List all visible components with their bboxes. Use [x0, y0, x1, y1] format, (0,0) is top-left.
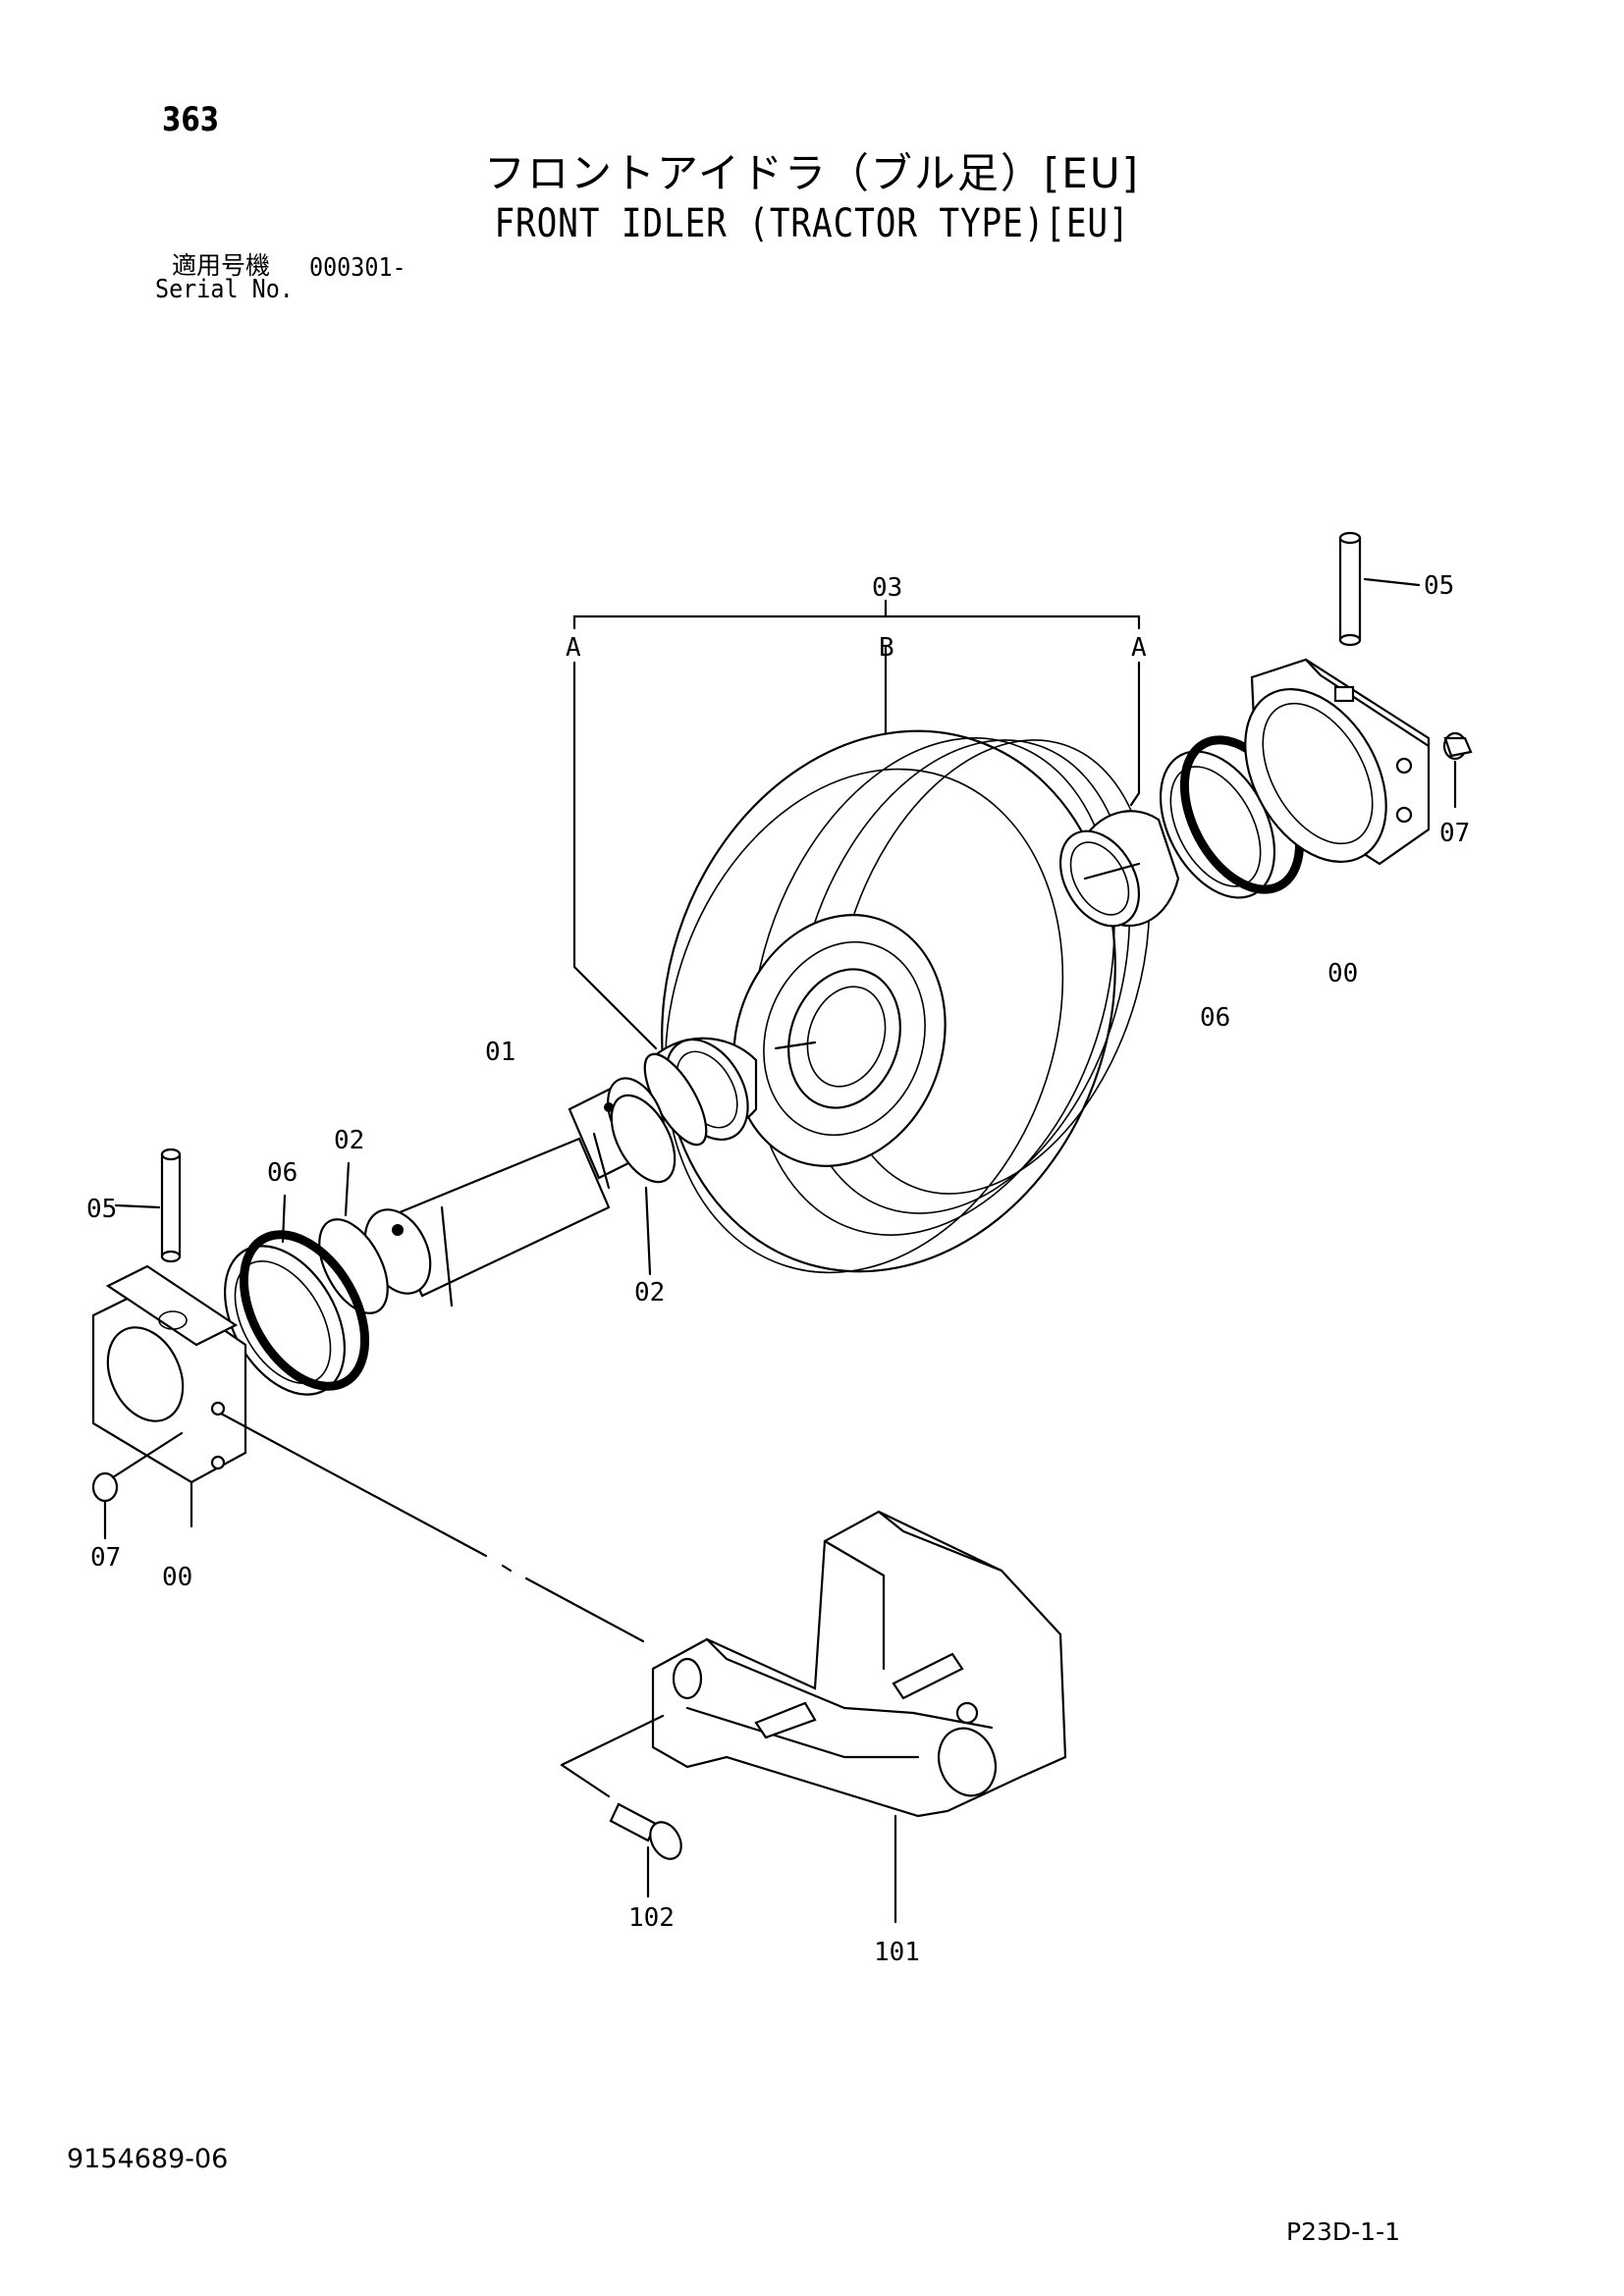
callout-00-right: 00: [1327, 959, 1358, 988]
idler-wheel: [661, 729, 1151, 1274]
callout-a-right: A: [1131, 633, 1147, 663]
plug-right: [1442, 731, 1473, 809]
plug-left: [91, 1431, 184, 1540]
callout-07-right: 07: [1439, 819, 1470, 848]
page-title-japanese: フロントアイドラ（ブル足）[EU]: [484, 149, 1140, 197]
callout-05-right: 05: [1424, 571, 1454, 601]
assembly-leader-line: [219, 1412, 645, 1643]
callout-02-left: 02: [334, 1126, 364, 1155]
callout-102: 102: [628, 1903, 675, 1933]
o-ring-left: [318, 1161, 389, 1314]
page-number: 363: [162, 100, 220, 139]
callout-06-left: 06: [267, 1158, 298, 1188]
o-ring-right: [610, 1094, 677, 1276]
serial-value: 000301-: [309, 253, 406, 283]
idler-yoke: [651, 1510, 1067, 1924]
serial-label-japanese: 適用号機: [172, 251, 271, 280]
collar-right: [1244, 658, 1431, 866]
document-number: 9154689-06: [67, 2144, 229, 2174]
callout-b: B: [879, 633, 894, 663]
page-code: P23D-1-1: [1286, 2217, 1400, 2246]
callout-03: 03: [872, 573, 902, 603]
bushing-right: [1058, 810, 1180, 928]
callout-06-right: 06: [1200, 1003, 1230, 1033]
assembly-bracket-03: [572, 599, 1141, 1050]
callout-07-left: 07: [90, 1543, 121, 1573]
callout-02-mid: 02: [634, 1278, 665, 1308]
callout-a-left: A: [566, 633, 581, 663]
pin-right: [1338, 531, 1421, 647]
serial-label-english: Serial No.: [155, 275, 294, 304]
bushing-left: [643, 1037, 758, 1147]
callout-101: 101: [874, 1938, 920, 1967]
pin-left: [114, 1148, 182, 1263]
collar-left: [91, 1264, 247, 1528]
page-title-english: FRONT IDLER (TRACTOR TYPE)[EU]: [494, 201, 1130, 246]
callout-00-left: 00: [162, 1563, 192, 1592]
callout-01: 01: [485, 1038, 515, 1067]
callout-05-left: 05: [86, 1195, 117, 1224]
bolt: [560, 1714, 682, 1898]
